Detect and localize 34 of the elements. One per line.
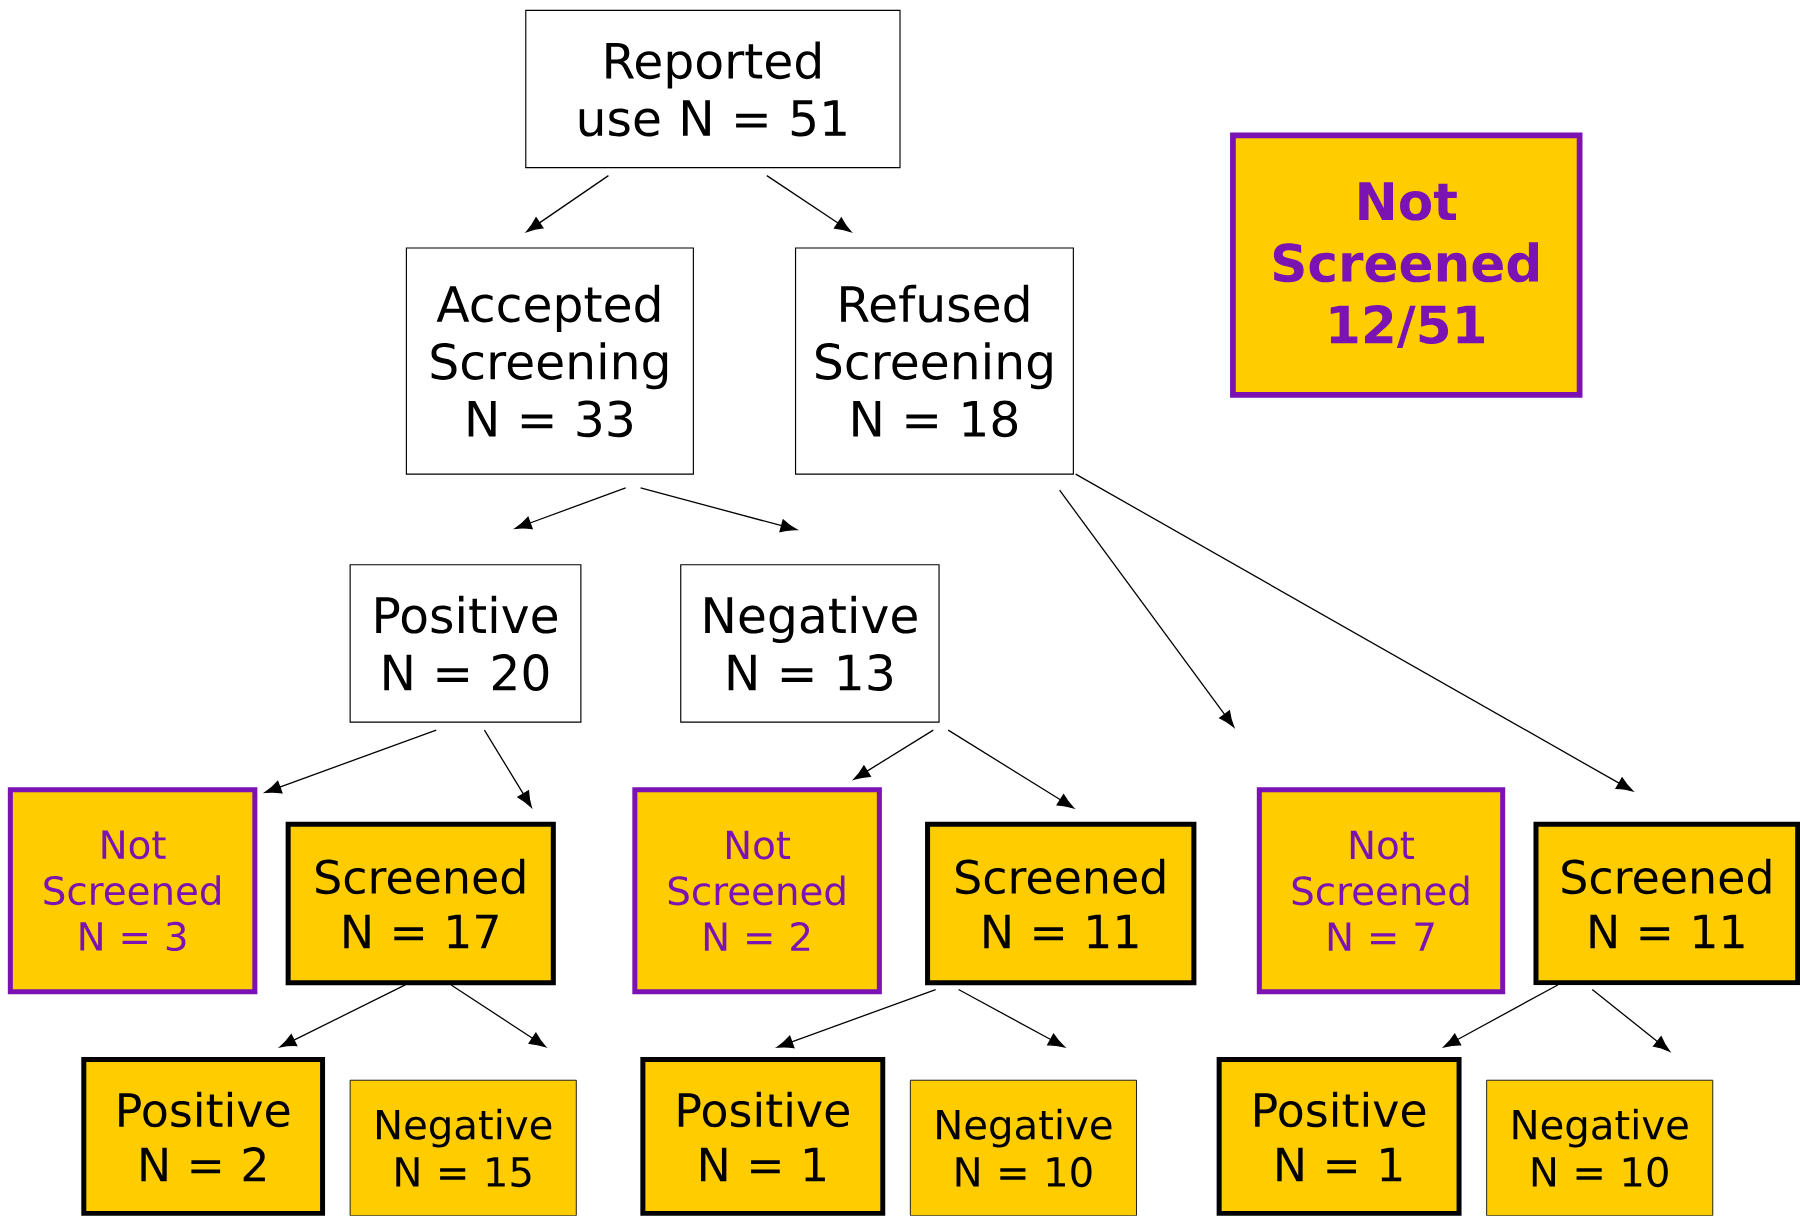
not-screened-box: Not Screened N = 7 bbox=[1256, 787, 1506, 995]
arrow bbox=[1058, 489, 1235, 728]
not-screened-box: Not Screened N = 3 bbox=[7, 787, 258, 995]
result-box: Positive N = 20 bbox=[349, 564, 582, 723]
arrow bbox=[526, 175, 610, 233]
arrow bbox=[957, 989, 1065, 1048]
arrow bbox=[279, 984, 406, 1048]
arrow bbox=[853, 729, 934, 781]
arrow bbox=[1443, 984, 1559, 1048]
result-box: Reported use N = 51 bbox=[525, 9, 901, 169]
arrow bbox=[514, 487, 627, 530]
result-box: Refused Screening N = 18 bbox=[794, 247, 1074, 475]
arrow bbox=[766, 175, 852, 233]
arrow bbox=[1075, 473, 1634, 792]
screened-box: Screened N = 17 bbox=[285, 821, 556, 986]
result-box: Negative N = 10 bbox=[909, 1079, 1137, 1216]
result-box: Negative N = 15 bbox=[349, 1079, 577, 1216]
result-box: Negative N = 10 bbox=[1486, 1079, 1714, 1216]
screened-box: Positive N = 1 bbox=[640, 1057, 886, 1216]
arrow bbox=[1591, 989, 1671, 1052]
screened-box: Screened N = 11 bbox=[925, 821, 1197, 986]
screened-box: Positive N = 1 bbox=[1216, 1057, 1462, 1216]
arrow bbox=[483, 729, 532, 808]
summary-box: Not Screened 12/51 bbox=[1230, 132, 1583, 398]
result-box: Negative N = 13 bbox=[680, 564, 940, 723]
arrow bbox=[264, 729, 437, 794]
result-box: Accepted Screening N = 33 bbox=[405, 247, 694, 475]
arrow bbox=[450, 984, 547, 1048]
arrow bbox=[947, 729, 1075, 809]
arrow bbox=[776, 989, 937, 1049]
arrow bbox=[639, 487, 798, 533]
screened-box: Screened N = 11 bbox=[1533, 821, 1800, 986]
screened-box: Positive N = 2 bbox=[81, 1057, 326, 1216]
not-screened-box: Not Screened N = 2 bbox=[632, 787, 882, 995]
